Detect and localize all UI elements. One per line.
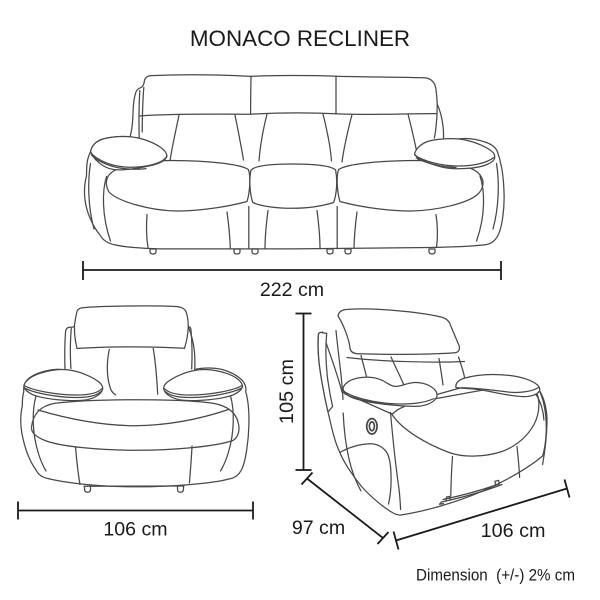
svg-text:MONACO RECLINER: MONACO RECLINER — [190, 26, 410, 51]
svg-text:222 cm: 222 cm — [260, 279, 324, 301]
svg-text:106 cm: 106 cm — [103, 519, 167, 541]
svg-text:106 cm: 106 cm — [481, 520, 546, 542]
svg-text:97 cm: 97 cm — [292, 517, 345, 539]
svg-text:Dimension (+/-) 2% cm: Dimension (+/-) 2% cm — [416, 566, 575, 585]
svg-text:105 cm: 105 cm — [276, 359, 298, 424]
